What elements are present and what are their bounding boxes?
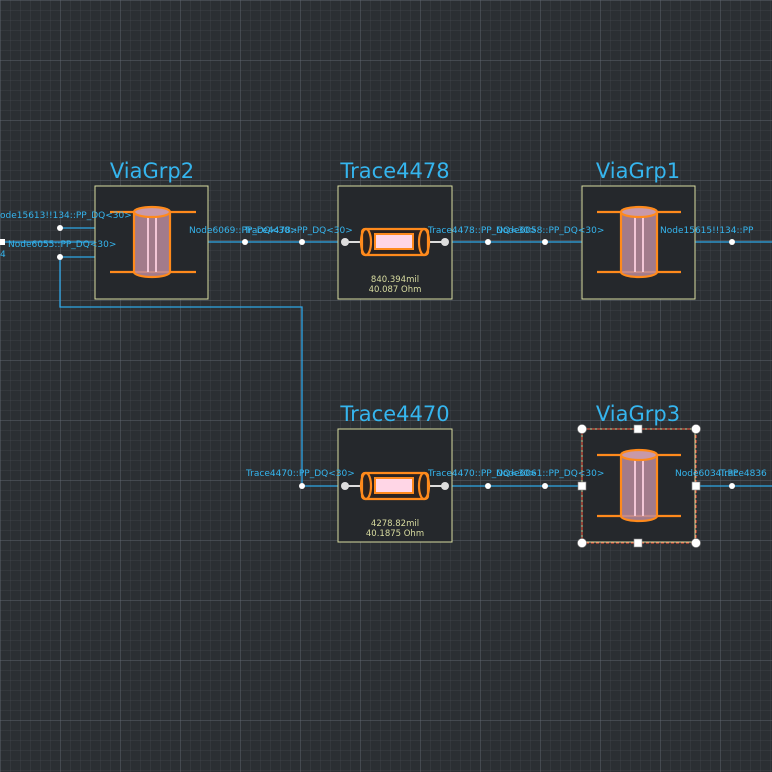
port-handle-left[interactable] <box>577 481 587 491</box>
resize-handle-bottom-left[interactable] <box>577 538 587 548</box>
resize-handle-top[interactable] <box>633 424 643 434</box>
node-dots <box>0 225 735 489</box>
node-dot[interactable] <box>542 483 548 489</box>
component-title: Trace4478 <box>339 159 449 183</box>
resize-handle-top-left[interactable] <box>577 424 587 434</box>
component-title: ViaGrp2 <box>110 159 194 183</box>
net-label: 4 <box>0 250 6 260</box>
net-label: Trace4836 <box>719 469 767 479</box>
net-label: Node15615!!134::PP <box>660 226 754 236</box>
via-icon <box>110 205 196 279</box>
trace-impedance: 40.087 Ohm <box>369 285 422 295</box>
node-dot[interactable] <box>242 239 248 245</box>
net-label: Node6061::PP_DQ<30> <box>496 469 604 479</box>
component-viagrp3[interactable]: ViaGrp3 <box>577 402 701 548</box>
resize-handle-top-right[interactable] <box>691 424 701 434</box>
trace-length: 4278.82mil <box>371 519 419 529</box>
net-label: Trace4470::PP_DQ<30> <box>427 469 537 479</box>
net-label: Trace4470::PP_DQ<30> <box>245 469 355 479</box>
component-trace4470[interactable]: Trace4470 4278.82mil 40.1875 Ohm <box>337 402 453 543</box>
net-label: Trace4478::PP_DQ<30> <box>427 226 537 236</box>
selection-frame <box>577 424 701 548</box>
node-dot[interactable] <box>0 239 5 245</box>
via-icon <box>597 205 681 279</box>
component-viagrp1[interactable]: ViaGrp1 <box>581 159 696 300</box>
net-labels: ode15613!!134::PP_DQ<30> Node6055::PP_DQ… <box>0 211 767 479</box>
component-title: ViaGrp1 <box>596 159 680 183</box>
component-trace4478[interactable]: Trace4478 840.394mil 40.087 Ohm <box>337 159 453 300</box>
node-dot[interactable] <box>299 483 305 489</box>
net-label: Node6055::PP_DQ<30> <box>8 240 116 250</box>
node-dot[interactable] <box>485 483 491 489</box>
component-title: ViaGrp3 <box>596 402 680 426</box>
node-dot[interactable] <box>729 239 735 245</box>
net-label: Node6058::PP_DQ<30> <box>496 226 604 236</box>
net-label: ode15613!!134::PP_DQ<30> <box>0 211 132 221</box>
trace-icon <box>341 471 449 501</box>
node-dot[interactable] <box>57 225 63 231</box>
node-dot[interactable] <box>485 239 491 245</box>
trace-impedance: 40.1875 Ohm <box>366 529 424 539</box>
port-handle-right[interactable] <box>691 481 701 491</box>
resize-handle-bottom[interactable] <box>633 538 643 548</box>
node-dot[interactable] <box>299 239 305 245</box>
component-title: Trace4470 <box>339 402 449 426</box>
via-icon <box>597 448 681 523</box>
net-label: Trace4478::PP_DQ<30> <box>243 226 353 236</box>
net-label: Node6034::PP <box>675 469 739 479</box>
node-dot[interactable] <box>542 239 548 245</box>
node-dot[interactable] <box>729 483 735 489</box>
wire-vg2-to-trace4470[interactable] <box>59 257 345 487</box>
net-label: Node6069::PP_DQ<30> <box>189 226 297 236</box>
trace-icon <box>341 227 449 257</box>
node-dot[interactable] <box>57 254 63 260</box>
trace-length: 840.394mil <box>371 275 419 285</box>
component-viagrp2[interactable]: ViaGrp2 <box>94 159 209 300</box>
resize-handle-bottom-right[interactable] <box>691 538 701 548</box>
